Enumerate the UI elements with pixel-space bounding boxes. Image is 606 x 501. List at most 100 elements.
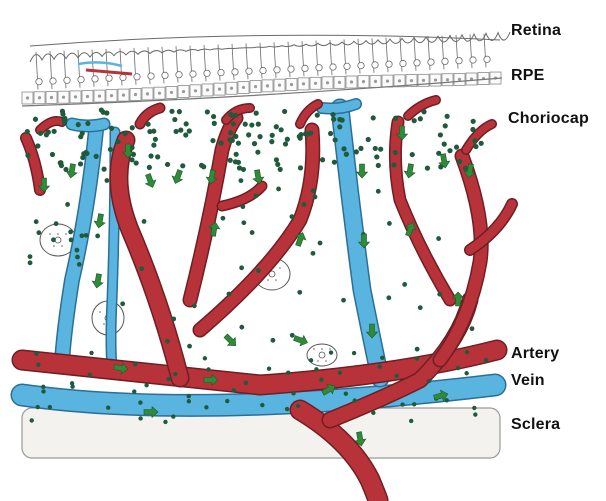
rpe-nucleus bbox=[146, 92, 149, 95]
rpe-nucleus bbox=[326, 81, 329, 84]
pigment-granule bbox=[250, 230, 255, 235]
label-rpe: RPE bbox=[511, 67, 545, 85]
photoreceptor-bulb bbox=[134, 74, 140, 80]
pigment-granule bbox=[83, 150, 88, 155]
stromal-cell-granule bbox=[317, 360, 319, 362]
pigment-granule bbox=[68, 229, 73, 234]
pigment-granule bbox=[470, 326, 475, 331]
pigment-granule bbox=[187, 399, 191, 403]
pigment-granule bbox=[290, 214, 295, 219]
pigment-granule bbox=[28, 254, 33, 259]
photoreceptor-bulb bbox=[414, 60, 420, 66]
pigment-granule bbox=[445, 114, 450, 119]
pigment-granule bbox=[271, 338, 276, 343]
flow-arrow bbox=[93, 213, 106, 229]
photoreceptor-bulb bbox=[330, 64, 336, 70]
flow-arrow bbox=[403, 163, 416, 179]
photoreceptor-bulb bbox=[456, 58, 462, 64]
rpe-nucleus bbox=[74, 95, 77, 98]
pigment-granule bbox=[234, 152, 239, 157]
pigment-granule bbox=[470, 127, 475, 132]
photoreceptor-bulb bbox=[428, 59, 434, 65]
pigment-granule bbox=[302, 202, 307, 207]
pigment-granule bbox=[376, 189, 381, 194]
pigment-granule bbox=[366, 137, 371, 142]
photoreceptor-bulb bbox=[260, 67, 266, 73]
pigment-granule bbox=[354, 149, 359, 154]
pigment-granule bbox=[233, 134, 238, 139]
rpe-nucleus bbox=[434, 78, 437, 81]
rpe-nucleus bbox=[314, 82, 317, 85]
pigment-granule bbox=[78, 161, 83, 166]
pigment-granule bbox=[144, 383, 148, 387]
pigment-granule bbox=[36, 363, 40, 367]
stromal-cell-granule bbox=[267, 279, 269, 281]
rpe-nucleus bbox=[110, 94, 113, 97]
pigment-granule bbox=[132, 389, 136, 393]
pigment-granule bbox=[89, 351, 93, 355]
pigment-granule bbox=[108, 147, 113, 152]
pigment-granule bbox=[146, 122, 151, 127]
photoreceptor-bulb bbox=[288, 66, 294, 72]
pigment-granule bbox=[228, 158, 233, 163]
pigment-granule bbox=[318, 241, 323, 246]
pigment-granule bbox=[283, 141, 288, 146]
pigment-granule bbox=[393, 116, 398, 121]
pigment-granule bbox=[456, 366, 460, 370]
pigment-granule bbox=[187, 344, 192, 349]
rpe-nucleus bbox=[122, 93, 125, 96]
pigment-granule bbox=[249, 122, 254, 127]
rpe-nucleus bbox=[230, 87, 233, 90]
pigment-granule bbox=[378, 364, 382, 368]
pigment-granule bbox=[233, 159, 238, 164]
pigment-granule bbox=[314, 367, 318, 371]
pigment-granule bbox=[165, 162, 170, 167]
pigment-granule bbox=[427, 379, 431, 383]
pigment-granule bbox=[376, 163, 381, 168]
pigment-granule bbox=[286, 370, 290, 374]
pigment-granule bbox=[205, 109, 210, 114]
pigment-granule bbox=[36, 230, 41, 235]
rpe-nucleus bbox=[134, 93, 137, 96]
pigment-granule bbox=[142, 219, 147, 224]
pigment-granule bbox=[138, 400, 142, 404]
photoreceptor-bulb bbox=[386, 61, 392, 67]
pigment-granule bbox=[484, 358, 488, 362]
pigment-granule bbox=[269, 139, 274, 144]
rpe-nucleus bbox=[266, 84, 269, 87]
pigment-granule bbox=[315, 113, 320, 118]
flow-arrow-shape bbox=[403, 163, 416, 179]
pigment-granule bbox=[35, 143, 40, 148]
photoreceptor-bulb bbox=[400, 60, 406, 66]
pigment-granule bbox=[332, 160, 337, 165]
pigment-granule bbox=[228, 130, 233, 135]
pigment-granule bbox=[457, 159, 462, 164]
photoreceptor-bulb bbox=[246, 68, 252, 74]
photoreceptor-bulb bbox=[176, 72, 182, 78]
pigment-granule bbox=[473, 412, 477, 416]
pigment-granule bbox=[227, 137, 232, 142]
pigment-granule bbox=[106, 406, 110, 410]
pigment-granule bbox=[33, 117, 38, 122]
pigment-granule bbox=[166, 377, 170, 381]
pigment-granule bbox=[241, 220, 246, 225]
pigment-granule bbox=[270, 133, 275, 138]
stromal-cell-granule bbox=[61, 245, 63, 247]
pigment-granule bbox=[130, 125, 135, 130]
pigment-granule bbox=[210, 138, 215, 143]
flow-arrow bbox=[170, 168, 185, 185]
rpe-nucleus bbox=[398, 79, 401, 82]
pigment-granule bbox=[267, 367, 271, 371]
flow-arrow-shape bbox=[143, 172, 158, 189]
pigment-granule bbox=[85, 121, 90, 126]
pigment-granule bbox=[34, 219, 39, 224]
pigment-granule bbox=[387, 221, 392, 226]
pigment-granule bbox=[338, 371, 342, 375]
flow-arrow bbox=[222, 332, 240, 350]
pigment-granule bbox=[101, 167, 106, 172]
photoreceptor-bulb bbox=[344, 63, 350, 69]
pigment-granule bbox=[178, 128, 183, 133]
pigment-granule bbox=[472, 138, 477, 143]
pigment-granule bbox=[129, 157, 134, 162]
